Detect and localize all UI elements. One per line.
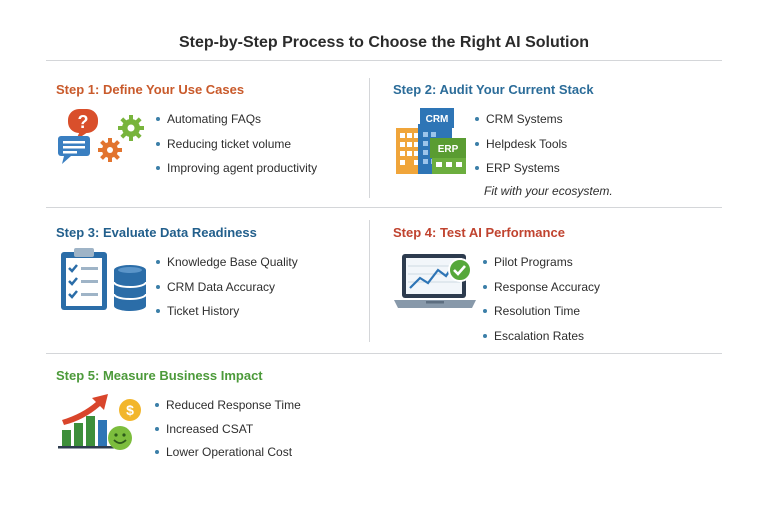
laptop-chart-icon (394, 254, 476, 308)
step-5-title: Step 5: Measure Business Impact (56, 368, 263, 383)
list-item: CRM Systems (474, 112, 567, 137)
list-item: Helpdesk Tools (474, 137, 567, 162)
list-item: Reducing ticket volume (155, 137, 317, 162)
list-item: Increased CSAT (154, 422, 301, 446)
list-item: Escalation Rates (482, 329, 600, 354)
chat-gears-icon: ? (58, 109, 144, 164)
list-item: CRM Data Accuracy (155, 280, 298, 305)
list-item: Automating FAQs (155, 112, 317, 137)
list-item: Pilot Programs (482, 255, 600, 280)
divider-row1 (46, 207, 722, 208)
step-4-list: Pilot Programs Response Accuracy Resolut… (482, 255, 600, 353)
list-item: Reduced Response Time (154, 398, 301, 422)
divider-col1 (369, 78, 370, 198)
buildings-icon: CRM ERP (396, 108, 466, 174)
list-item: ERP Systems (474, 161, 567, 186)
crm-label: CRM (426, 114, 449, 125)
list-item: Response Accuracy (482, 280, 600, 305)
divider-row2 (46, 353, 722, 354)
step-1-list: Automating FAQs Reducing ticket volume I… (155, 112, 317, 186)
list-item: Improving agent productivity (155, 161, 317, 186)
step-2-title: Step 2: Audit Your Current Stack (393, 82, 594, 97)
list-item: Resolution Time (482, 304, 600, 329)
erp-label: ERP (438, 144, 459, 155)
step-3-title: Step 3: Evaluate Data Readiness (56, 225, 257, 240)
divider-col2 (369, 220, 370, 342)
list-item: Knowledge Base Quality (155, 255, 298, 280)
step-5-list: Reduced Response Time Increased CSAT Low… (154, 398, 301, 469)
svg-text:?: ? (78, 112, 89, 132)
step-2-list: CRM Systems Helpdesk Tools ERP Systems (474, 112, 567, 186)
dollar-label: $ (126, 402, 134, 418)
step-1-title: Step 1: Define Your Use Cases (56, 82, 245, 97)
checklist-database-icon (61, 248, 147, 311)
step-3-list: Knowledge Base Quality CRM Data Accuracy… (155, 255, 298, 329)
list-item: Lower Operational Cost (154, 445, 301, 469)
list-item: Ticket History (155, 304, 298, 329)
divider-top (46, 60, 722, 61)
step-2-note: Fit with your ecosystem. (484, 184, 613, 198)
step-4-title: Step 4: Test AI Performance (393, 225, 565, 240)
growth-chart-icon: $ (58, 394, 141, 450)
page-title: Step-by-Step Process to Choose the Right… (178, 34, 590, 51)
